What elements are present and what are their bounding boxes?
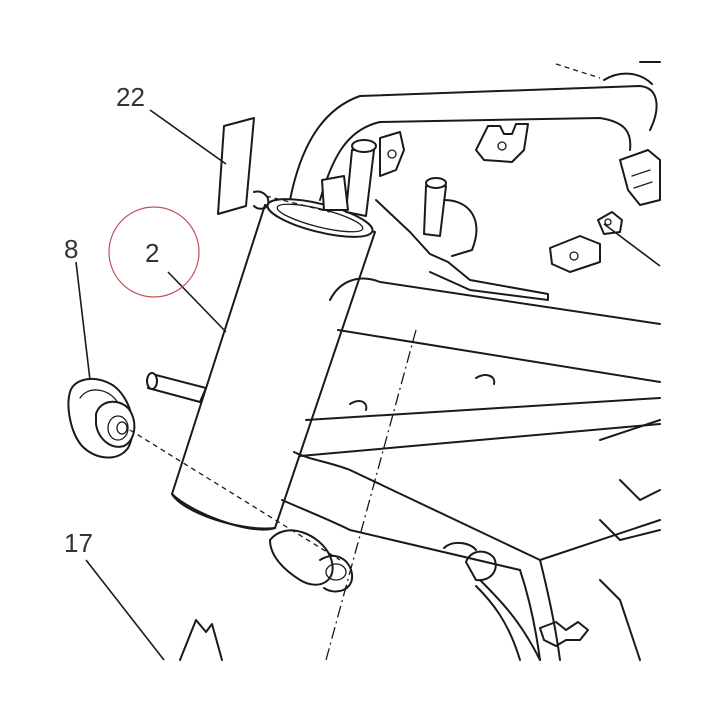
left-stub — [146, 372, 207, 403]
bottom-clip — [539, 621, 589, 647]
leader-8 — [75, 261, 91, 381]
callout-2[interactable]: 2 — [145, 238, 159, 268]
callout-2-highlight-ring — [108, 206, 200, 298]
center-axis-line — [325, 329, 417, 661]
leader-2 — [167, 271, 227, 333]
sticker-part-22 — [217, 117, 270, 215]
callout-8[interactable]: 8 — [64, 234, 78, 264]
callout-22[interactable]: 22 — [116, 82, 145, 112]
lower-frame — [281, 277, 661, 661]
lower-mount — [269, 529, 541, 661]
grommet-part-8 — [67, 377, 136, 459]
right-clamp — [549, 149, 661, 273]
part-17-fragment — [179, 619, 223, 661]
head-tube — [171, 198, 376, 531]
leader-17 — [85, 559, 165, 661]
mount-posts — [321, 131, 549, 301]
top-tube — [289, 72, 658, 201]
top-bracket — [475, 123, 529, 163]
callout-17[interactable]: 17 — [64, 528, 93, 558]
top-dash-line — [555, 63, 601, 79]
assembly-line-22 — [265, 195, 331, 213]
leader-22 — [149, 109, 227, 165]
